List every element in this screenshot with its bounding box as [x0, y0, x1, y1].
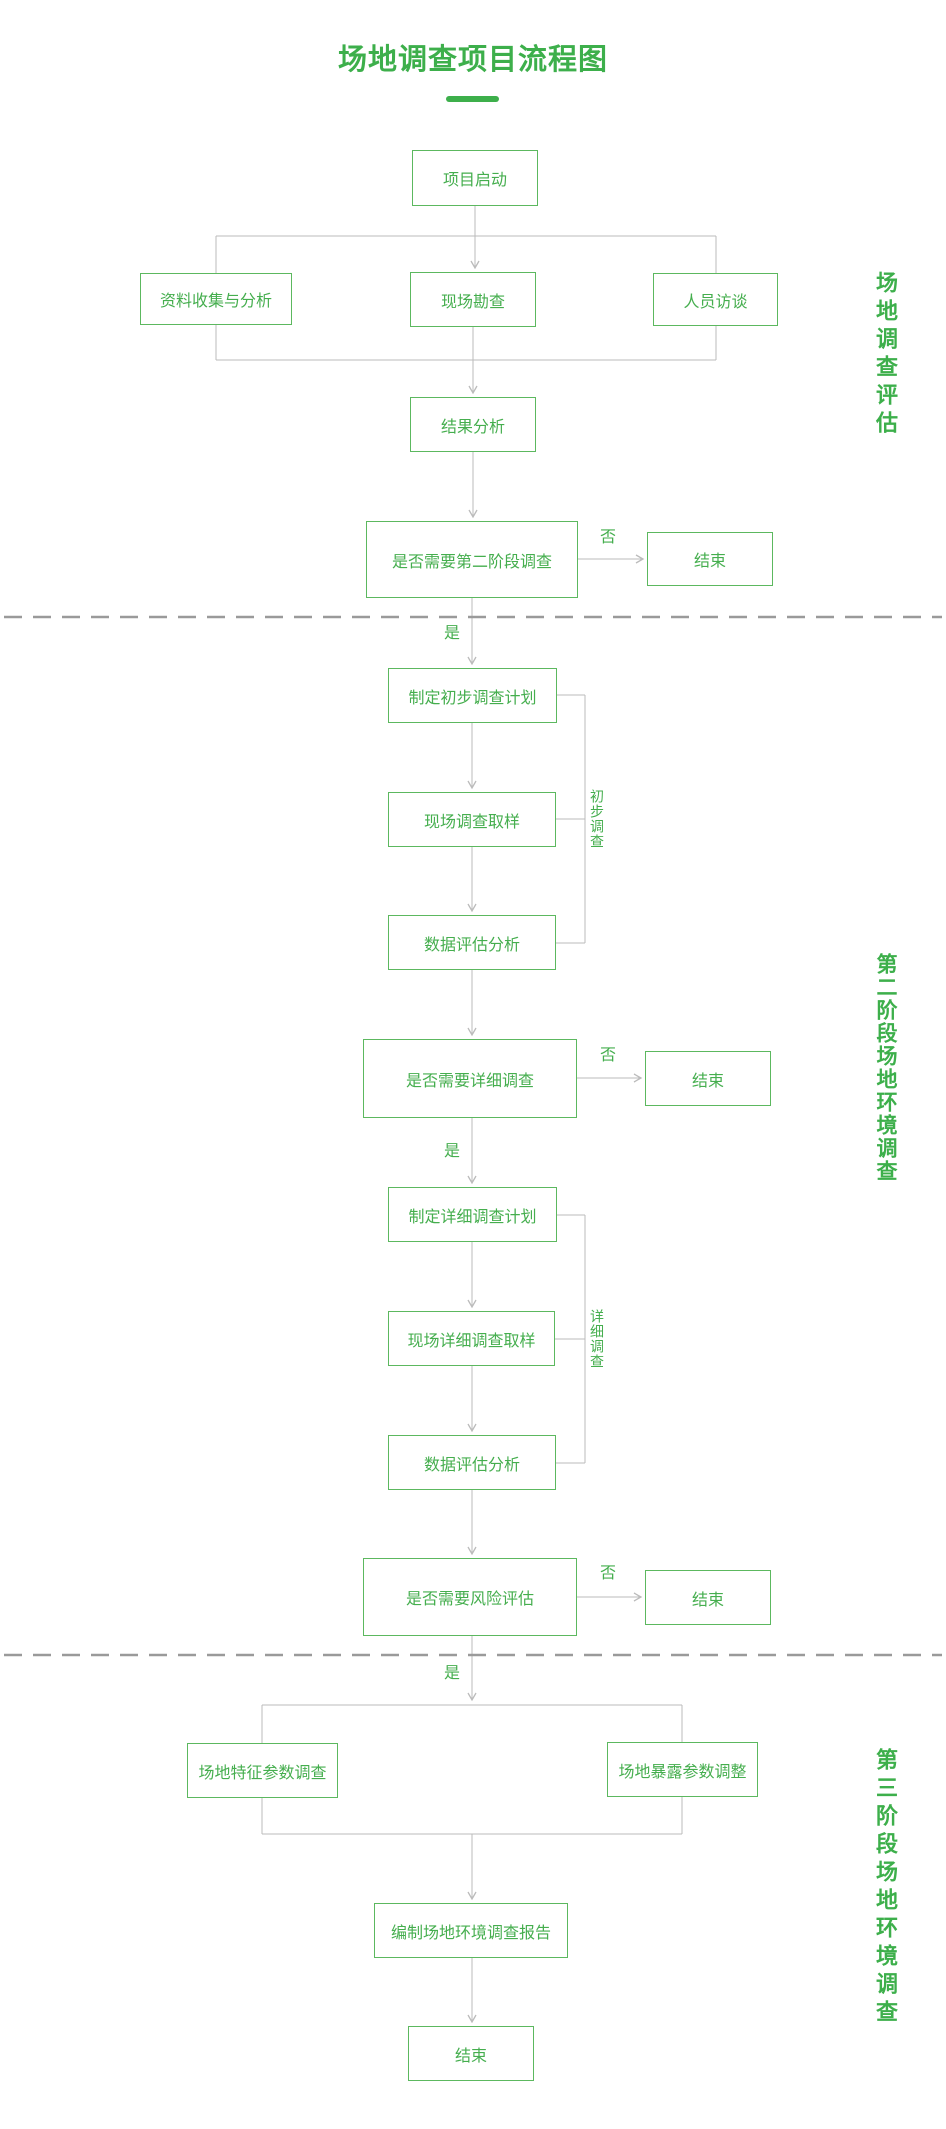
- node-end-1: 结束: [647, 532, 773, 586]
- node-exposure-parameter-adjust: 场地暴露参数调整: [607, 1742, 758, 1797]
- node-decision-need-risk-assessment: 是否需要风险评估: [363, 1558, 577, 1636]
- node-data-collection: 资料收集与分析: [140, 273, 292, 325]
- branch-frame-phase1: [215, 235, 717, 361]
- node-site-parameter-survey: 场地特征参数调查: [187, 1743, 338, 1798]
- side-label-phase1: 场地调查评估: [873, 271, 898, 439]
- side-label-phase2: 第二阶段场地环境调查: [874, 953, 897, 1183]
- bracket-detail: [555, 1214, 586, 1464]
- edge-label-no-3: 否: [600, 1565, 617, 1582]
- title-underline: [446, 96, 499, 102]
- node-end-2: 结束: [645, 1051, 771, 1106]
- edge-label-yes-2: 是: [444, 1143, 461, 1160]
- bracket-label-prelim: 初步调查: [589, 789, 605, 849]
- edge-label-no-1: 否: [600, 529, 617, 546]
- node-prelim-plan: 制定初步调查计划: [388, 668, 557, 723]
- node-detail-plan: 制定详细调查计划: [388, 1187, 557, 1242]
- bracket-label-detail: 详细调查: [589, 1309, 605, 1369]
- edge-label-yes-1: 是: [444, 625, 461, 642]
- node-detail-sampling: 现场详细调查取样: [388, 1311, 555, 1366]
- node-end-final: 结束: [408, 2026, 534, 2081]
- node-decision-need-phase2: 是否需要第二阶段调查: [366, 521, 578, 598]
- node-prelim-sampling: 现场调查取样: [388, 792, 556, 847]
- edge-label-yes-3: 是: [444, 1665, 461, 1682]
- page-title: 场地调查项目流程图: [337, 44, 608, 76]
- bracket-prelim: [556, 694, 586, 944]
- node-detail-data-eval: 数据评估分析: [388, 1435, 556, 1490]
- node-end-3: 结束: [645, 1570, 771, 1625]
- edge-label-no-2: 否: [600, 1047, 617, 1064]
- node-personnel-interview: 人员访谈: [653, 273, 778, 326]
- node-site-reconnaissance: 现场勘查: [410, 272, 536, 327]
- node-result-analysis: 结果分析: [410, 397, 536, 452]
- node-prelim-data-eval: 数据评估分析: [388, 915, 556, 970]
- node-project-start: 项目启动: [412, 150, 538, 206]
- side-label-phase3: 第三阶段场地环境调查: [873, 1748, 898, 2028]
- node-decision-need-detail: 是否需要详细调查: [363, 1039, 577, 1118]
- node-compile-report: 编制场地环境调查报告: [374, 1903, 568, 1958]
